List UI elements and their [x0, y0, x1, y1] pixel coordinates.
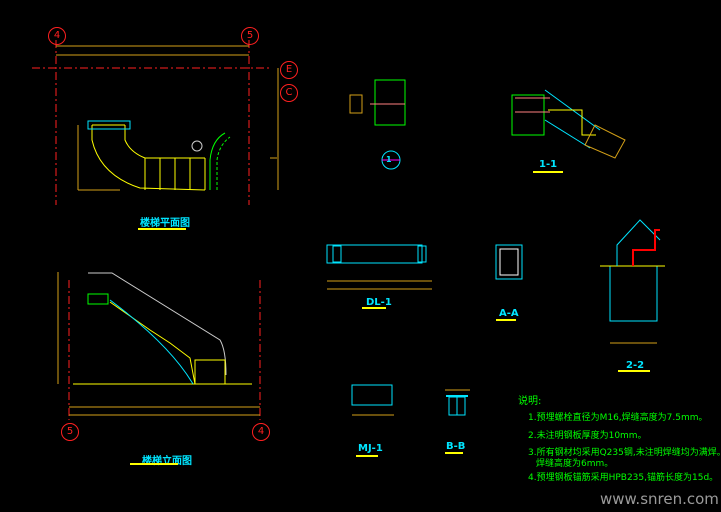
- axis-bubble-right-bottom: C: [280, 84, 298, 102]
- plan-title-underline: [138, 228, 186, 230]
- stair-plan: [32, 40, 279, 205]
- note-2: 2.未注明钢板厚度为10mm。: [528, 431, 647, 441]
- axis-bubble-right-top: E: [280, 61, 298, 79]
- section-2-2-title: 2-2: [626, 360, 645, 371]
- axis-bubble-bottom-right: 4: [252, 423, 270, 441]
- detail-1-label: 1: [386, 155, 392, 164]
- section-1-1-underline: [533, 171, 563, 173]
- section-b-b-underline: [445, 452, 463, 454]
- details-bottom: [351, 384, 470, 416]
- notes-heading: 说明:: [518, 396, 542, 407]
- details-top: [349, 79, 626, 170]
- mj1-underline: [356, 455, 378, 457]
- details-middle: [326, 219, 665, 344]
- section-a-a-underline: [496, 319, 516, 321]
- dl1-title: DL-1: [366, 297, 392, 308]
- dl1-underline: [362, 307, 386, 309]
- watermark: www.snren.com: [600, 490, 719, 508]
- section-a-a-title: A-A: [499, 308, 519, 319]
- note-3: 3.所有钢材均采用Q235钢,未注明焊缝均为满焊。: [528, 448, 721, 458]
- section-2-2-underline: [618, 370, 650, 372]
- note-1: 1.预埋螺栓直径为M16,焊缝高度为7.5mm。: [528, 413, 708, 423]
- section-1-1-title: 1-1: [539, 159, 558, 170]
- axis-bubble-top-left: 4: [48, 27, 66, 45]
- stair-elevation: [57, 272, 261, 420]
- axis-bubble-top-right: 5: [241, 27, 259, 45]
- note-3-cont: 焊缝高度为6mm。: [536, 459, 614, 469]
- elevation-title: 楼梯立面图: [142, 456, 192, 467]
- plan-title: 楼梯平面图: [140, 218, 190, 229]
- note-4: 4.预埋钢板锚筋采用HPB235,锚筋长度为15d。: [528, 473, 719, 483]
- axis-bubble-bottom-left: 5: [61, 423, 79, 441]
- mj1-title: MJ-1: [358, 443, 383, 454]
- section-b-b-title: B-B: [446, 441, 466, 452]
- elevation-title-underline: [130, 463, 178, 465]
